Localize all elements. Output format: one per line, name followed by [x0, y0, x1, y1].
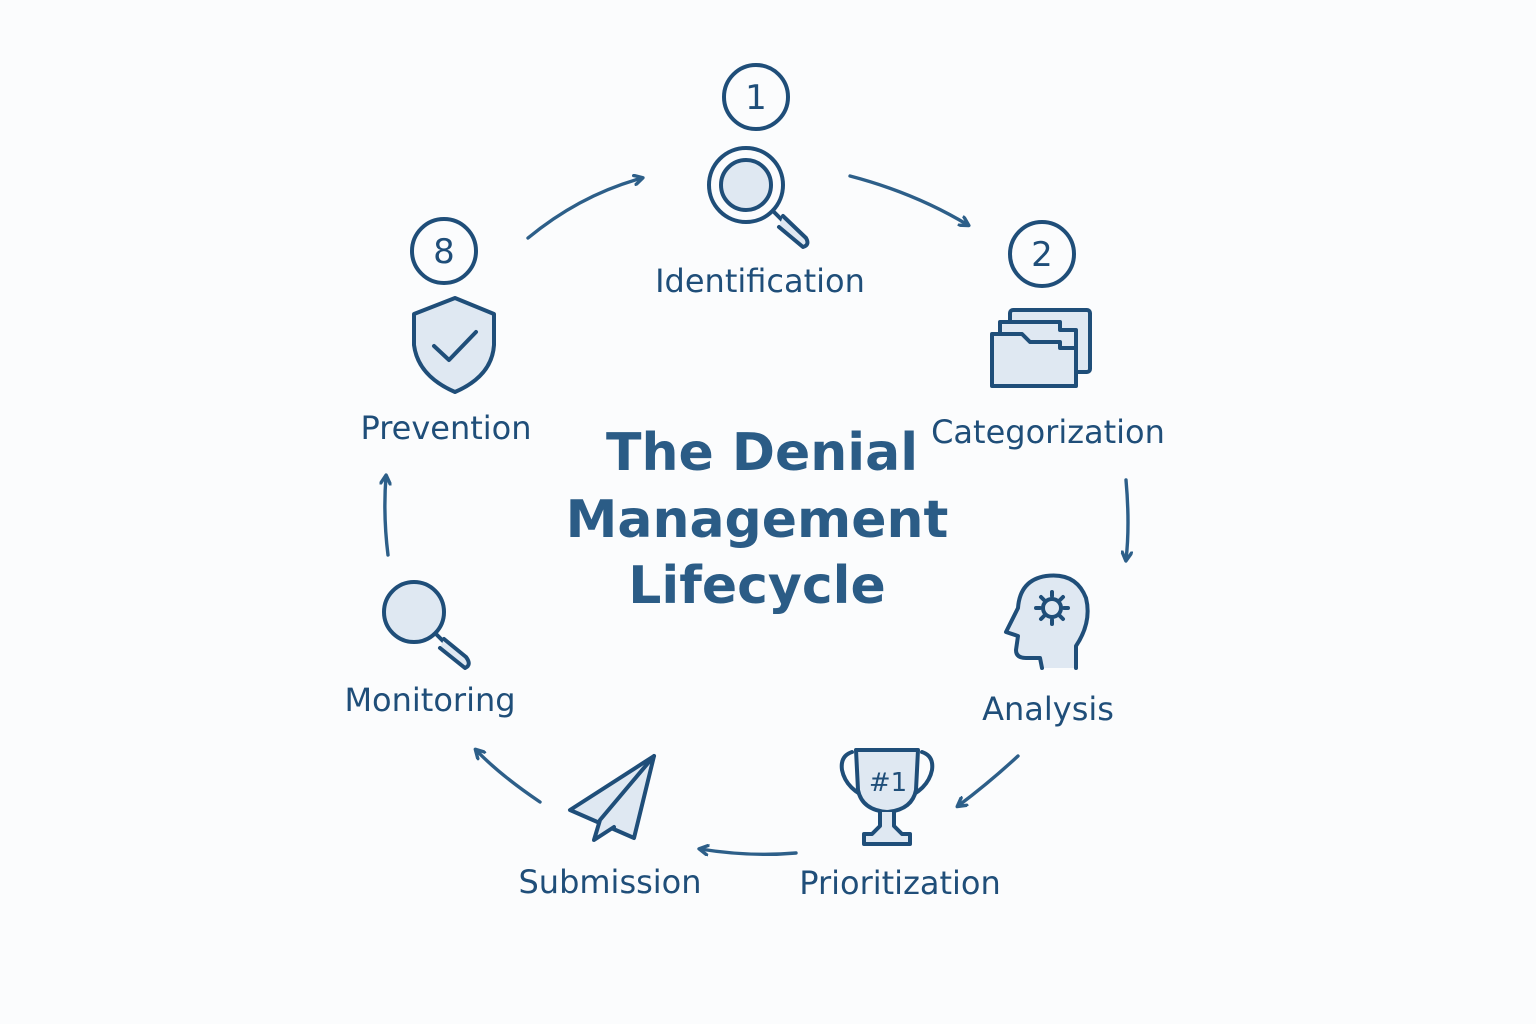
head-gear-icon	[1004, 573, 1090, 670]
trophy-rank-label: #1	[869, 768, 907, 798]
stage-label: Monitoring	[344, 681, 515, 719]
arrow-monitoring-to-prevention	[385, 476, 388, 557]
step-number: 8	[433, 232, 455, 272]
stage-label: Identification	[655, 262, 865, 300]
step-number: 2	[1031, 235, 1053, 275]
title-line-2: Management	[566, 490, 949, 550]
arrow-identification-to-categorization	[848, 174, 968, 225]
stage-label: Categorization	[931, 413, 1165, 451]
stage-label: Prevention	[360, 409, 531, 447]
arrow-prevention-to-identification	[526, 178, 642, 240]
shield-check-icon	[412, 296, 496, 394]
stage-label: Analysis	[982, 690, 1114, 728]
step-badge: 2	[1008, 220, 1076, 288]
magnifier-icon	[707, 146, 810, 249]
arrow-categorization-to-analysis	[1126, 478, 1128, 560]
stage-submission: Submission	[518, 754, 702, 901]
step-badge: 1	[722, 63, 790, 131]
stage-monitoring: Monitoring	[344, 580, 516, 719]
stage-prioritization: #1 Prioritization	[799, 748, 1001, 902]
stage-analysis: Analysis	[982, 573, 1114, 728]
trophy-icon	[839, 748, 935, 846]
magnifier-icon	[382, 580, 471, 670]
folders-icon	[990, 308, 1092, 388]
step-badge: 8	[410, 217, 478, 285]
arrow-analysis-to-prioritization	[958, 754, 1020, 806]
stage-identification: 1 Identification	[655, 63, 865, 300]
stage-label: Prioritization	[799, 864, 1001, 902]
step-number: 1	[745, 78, 767, 118]
arrow-submission-to-monitoring	[476, 750, 542, 804]
title-line-1: The Denial	[606, 423, 918, 483]
paper-plane-icon	[568, 754, 656, 842]
arrow-prioritization-to-submission	[700, 849, 798, 854]
title-line-3: Lifecycle	[628, 556, 886, 616]
diagram-title: The Denial Management Lifecycle	[566, 423, 949, 616]
stage-label: Submission	[518, 863, 701, 901]
stage-prevention: 8 Prevention	[360, 217, 532, 447]
stage-categorization: 2 Categorization	[931, 220, 1165, 451]
cycle-arrows	[385, 176, 1128, 854]
